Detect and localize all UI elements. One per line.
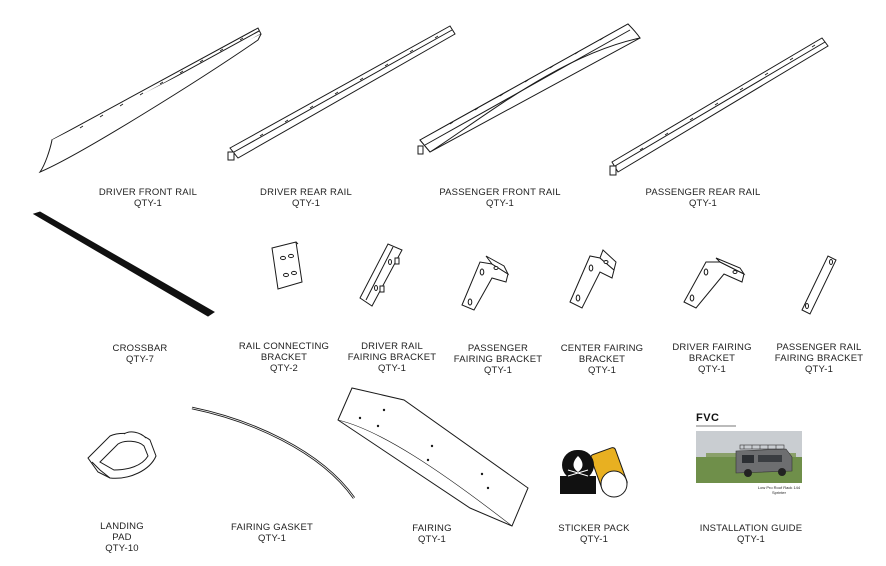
part-qty: QTY-1 xyxy=(804,364,834,375)
part-name-line2: FAIRING BRACKET xyxy=(453,354,543,365)
part-name: PASSENGER REAR RAIL xyxy=(645,187,761,198)
center-fairing-bracket-label: CENTER FAIRING BRACKET QTY-1 xyxy=(561,343,644,376)
part-name-line1: RAIL CONNECTING xyxy=(238,341,330,352)
part-qty: QTY-1 xyxy=(483,365,513,376)
installation-guide-illustration: FVC Low Pro Roof Rack 144 Sprinter xyxy=(696,412,804,498)
installation-guide-label: INSTALLATION GUIDE QTY-1 xyxy=(700,523,803,545)
rail-connecting-bracket-label: RAIL CONNECTING BRACKET QTY-2 xyxy=(239,341,329,374)
guide-photo xyxy=(696,431,802,483)
driver-rail-fairing-bracket-label: DRIVER RAIL FAIRING BRACKET QTY-1 xyxy=(348,341,437,374)
passenger-front-rail-drawing xyxy=(417,23,641,155)
driver-front-rail-label: DRIVER FRONT RAIL QTY-1 xyxy=(99,187,197,209)
part-name-line1: PASSENGER xyxy=(467,343,529,354)
passenger-front-rail-label: PASSENGER FRONT RAIL QTY-1 xyxy=(439,187,560,209)
part-qty: QTY-10 xyxy=(105,543,139,554)
guide-caption: Low Pro Roof Rack 144 Sprinter xyxy=(756,485,802,495)
part-name-line2: PAD xyxy=(112,532,132,543)
part-qty: QTY-7 xyxy=(125,354,155,365)
sticker-pack-label: STICKER PACK QTY-1 xyxy=(558,523,629,545)
center-fairing-bracket-drawing xyxy=(569,249,617,309)
passenger-rear-rail-label: PASSENGER REAR RAIL QTY-1 xyxy=(645,187,760,209)
part-qty: QTY-1 xyxy=(736,534,766,545)
part-qty: QTY-1 xyxy=(417,534,447,545)
part-qty: QTY-1 xyxy=(257,533,287,544)
passenger-rear-rail-drawing xyxy=(609,37,829,176)
guide-logo: FVC xyxy=(696,412,720,424)
fairing-gasket-drawing xyxy=(191,406,356,499)
guide-caption-line1: Low Pro Roof Rack 144 xyxy=(757,485,801,490)
part-name-line1: LANDING xyxy=(100,521,144,532)
part-name-line1: DRIVER FAIRING xyxy=(672,342,752,353)
part-name: FAIRING xyxy=(412,523,452,534)
part-name-line1: DRIVER RAIL xyxy=(361,341,423,352)
part-qty: QTY-1 xyxy=(377,363,407,374)
part-qty: QTY-1 xyxy=(587,365,617,376)
part-qty: QTY-1 xyxy=(697,364,727,375)
part-qty: QTY-1 xyxy=(291,198,321,209)
part-name: DRIVER REAR RAIL xyxy=(260,187,352,198)
landing-pad-drawing xyxy=(87,431,157,479)
part-qty: QTY-1 xyxy=(485,198,515,209)
passenger-rail-fairing-bracket-label: PASSENGER RAIL FAIRING BRACKET QTY-1 xyxy=(775,342,864,375)
fairing-label: FAIRING QTY-1 xyxy=(412,523,451,545)
part-name-line2: BRACKET xyxy=(578,354,626,365)
driver-rear-rail-label: DRIVER REAR RAIL QTY-1 xyxy=(260,187,352,209)
fairing-drawing xyxy=(337,387,529,527)
part-name: INSTALLATION GUIDE xyxy=(699,523,803,534)
driver-front-rail-drawing xyxy=(38,27,262,174)
part-name: STICKER PACK xyxy=(558,523,630,534)
part-name-line2: BRACKET xyxy=(260,352,308,363)
part-qty: QTY-1 xyxy=(579,534,609,545)
part-qty: QTY-2 xyxy=(269,363,299,374)
guide-caption-line2: Sprinter xyxy=(771,490,786,495)
part-name: FAIRING GASKET xyxy=(231,522,313,533)
part-name-line1: CENTER FAIRING xyxy=(560,343,644,354)
crossbar-drawing xyxy=(32,211,215,317)
part-name-line2: FAIRING BRACKET xyxy=(347,352,437,363)
sticker-pack-drawing xyxy=(560,447,628,498)
driver-fairing-bracket-label: DRIVER FAIRING BRACKET QTY-1 xyxy=(672,342,751,375)
driver-rear-rail-drawing xyxy=(227,25,456,161)
part-qty: QTY-1 xyxy=(688,198,718,209)
passenger-rail-fairing-bracket-drawing xyxy=(801,255,837,315)
crossbar-label: CROSSBAR QTY-7 xyxy=(113,343,168,365)
driver-rail-fairing-bracket-drawing xyxy=(359,243,403,307)
passenger-fairing-bracket-label: PASSENGER FAIRING BRACKET QTY-1 xyxy=(454,343,543,376)
landing-pad-label: LANDING PAD QTY-10 xyxy=(100,521,144,554)
guide-logo-tagline xyxy=(696,425,736,427)
part-name: PASSENGER FRONT RAIL xyxy=(439,187,561,198)
part-qty: QTY-1 xyxy=(133,198,163,209)
passenger-fairing-bracket-drawing xyxy=(461,255,510,311)
fairing-gasket-label: FAIRING GASKET QTY-1 xyxy=(231,522,313,544)
rail-connecting-bracket-drawing xyxy=(271,241,303,290)
driver-fairing-bracket-drawing xyxy=(683,257,746,309)
part-name-line1: PASSENGER RAIL xyxy=(776,342,862,353)
part-name-line2: FAIRING BRACKET xyxy=(774,353,864,364)
part-name: CROSSBAR xyxy=(112,343,168,354)
part-name: DRIVER FRONT RAIL xyxy=(98,187,198,198)
part-name-line2: BRACKET xyxy=(688,353,736,364)
